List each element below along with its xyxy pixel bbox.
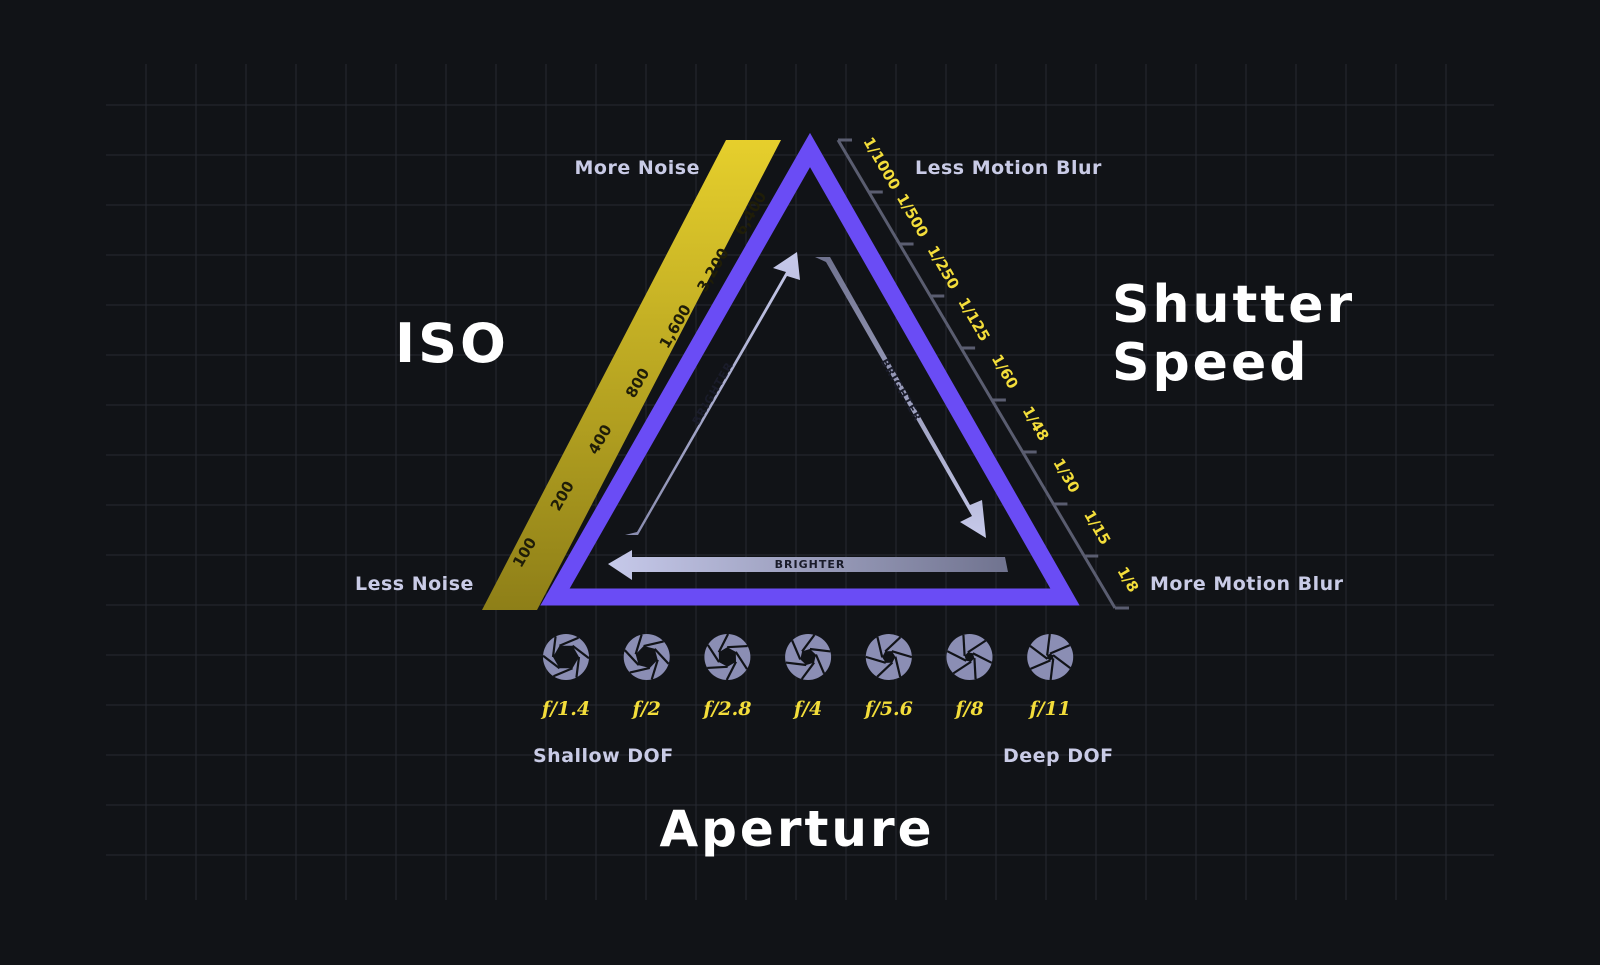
aperture-icon: [865, 634, 913, 680]
shutter-speed-value: 1/30: [1049, 455, 1083, 496]
less-motion-blur-label: Less Motion Blur: [915, 157, 1102, 179]
aperture-scale: f/1.4 f/2 f/2.8 f/4 f/5.6 f/8 f/11: [540, 633, 1074, 720]
brighter-arrow-shutter: [815, 257, 986, 538]
aperture-icon: [623, 634, 670, 680]
shutter-speed-value: 1/125: [954, 295, 993, 345]
shutter-speed-value: 1/15: [1080, 507, 1114, 548]
background-grid: [106, 64, 1494, 900]
brighter-label-aperture: BRIGHTER: [775, 558, 846, 571]
more-motion-blur-label: More Motion Blur: [1150, 573, 1344, 595]
aperture-title: Aperture: [659, 800, 934, 858]
brighter-label-iso: BRIGHTER: [690, 359, 737, 427]
less-noise-label: Less Noise: [355, 573, 474, 595]
aperture-wide-open-icon: [542, 634, 590, 680]
shutter-speed-title-line2: Speed: [1112, 333, 1309, 393]
shutter-speed-value: 1/60: [988, 351, 1022, 392]
shutter-speed-value: 1/500: [893, 191, 932, 241]
iso-title: ISO: [395, 312, 509, 375]
exposure-triangle: [540, 132, 1080, 606]
deep-dof-label: Deep DOF: [1003, 745, 1114, 767]
brighter-arrow-aperture: [608, 550, 1008, 580]
brighter-arrow-iso: [625, 252, 800, 535]
f-number-label: f/2: [631, 698, 661, 720]
more-noise-label: More Noise: [575, 157, 701, 179]
ruler-line: [836, 139, 1117, 609]
shallow-dof-label: Shallow DOF: [533, 745, 674, 767]
iso-scale-band: [482, 140, 781, 610]
shutter-speed-title-line1: Shutter: [1112, 275, 1355, 335]
f-number-label: f/2.8: [701, 698, 751, 720]
f-number-label: f/5.6: [863, 698, 913, 720]
f-number-label: f/4: [792, 698, 822, 720]
aperture-closed-icon: [1027, 633, 1074, 681]
shutter-speed-value: 1/250: [924, 243, 963, 293]
shutter-speed-value: 1/8: [1114, 564, 1143, 596]
aperture-icon: [704, 633, 751, 681]
brighter-label-shutter: BRIGHTER: [878, 356, 925, 424]
f-number-label: f/11: [1027, 698, 1071, 720]
f-number-label: f/1.4: [540, 698, 590, 720]
shutter-speed-value: 1/48: [1019, 403, 1053, 444]
aperture-icon: [785, 634, 832, 680]
f-number-label: f/8: [953, 698, 983, 720]
shutter-speed-value: 1/1000: [860, 134, 904, 193]
aperture-icon: [946, 634, 993, 680]
